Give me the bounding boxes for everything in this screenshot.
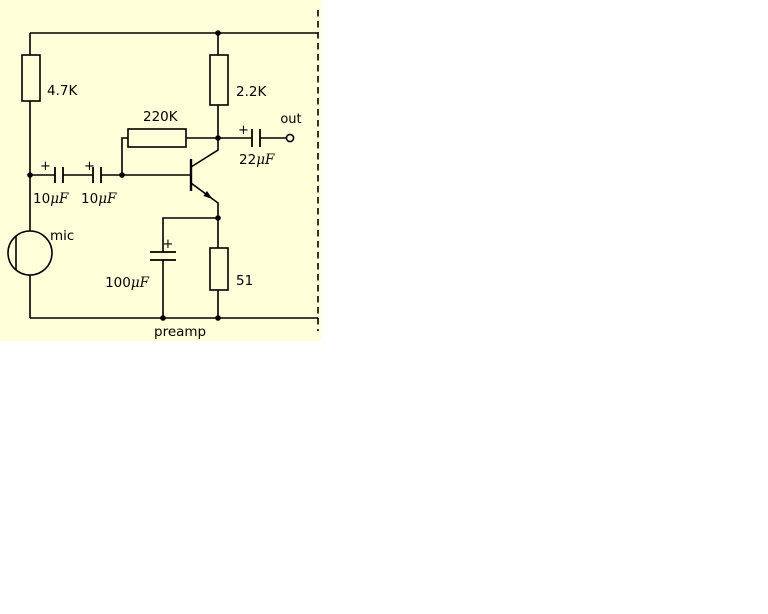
transistor-emitter-arrow-icon (203, 191, 213, 199)
capacitor-emitter-plates (150, 251, 176, 261)
resistor-input-body (21, 54, 41, 102)
capacitor-in2-label: 10μF (81, 191, 117, 207)
junction-dot (160, 315, 166, 321)
junction-dot (215, 30, 221, 36)
wires (29, 32, 318, 319)
resistor-collector-label: 2.2K (236, 84, 267, 100)
capacitor-in1-polarity: + (40, 159, 51, 174)
resistor-collector-body (209, 54, 229, 106)
transistor-emitter-lead (190, 182, 219, 218)
schematic-panel: 4.7K 2.2K 220K 51 + + + + 10μF 10μF 22μF… (0, 0, 321, 341)
resistor-emitter-label: 51 (236, 273, 253, 289)
junction-dot (215, 135, 221, 141)
capacitor-in2-plates (92, 167, 102, 183)
resistors (21, 54, 229, 291)
microphone-circle (7, 230, 53, 276)
transistor-collector-lead (190, 138, 219, 168)
resistor-feedback-label: 220K (143, 109, 179, 125)
capacitors (54, 129, 261, 261)
microphone-symbol (7, 230, 53, 276)
capacitor-in1-label: 10μF (33, 191, 69, 207)
wire-feedback (121, 137, 218, 175)
capacitor-in2-polarity: + (84, 159, 95, 174)
junction-dot (119, 172, 125, 178)
junction-dot (215, 215, 221, 221)
junction-dot (27, 172, 33, 178)
transistor-npn (189, 138, 219, 218)
capacitor-out-label: 22μF (239, 152, 275, 168)
capacitor-emitter-label: 100μF (105, 275, 150, 291)
circuit-caption: preamp (154, 324, 206, 340)
output-terminal-icon (285, 133, 295, 143)
output-label: out (280, 112, 301, 127)
microphone-label: mic (50, 228, 74, 244)
capacitor-in1-plates (54, 167, 64, 183)
junction-dot (215, 315, 221, 321)
preamp-circuit-diagram: 4.7K 2.2K 220K 51 + + + + 10μF 10μF 22μF… (7, 10, 319, 340)
resistor-input-label: 4.7K (47, 83, 78, 99)
capacitor-out-plates (251, 129, 261, 147)
junction-dots (27, 30, 221, 321)
resistor-feedback-body (127, 128, 187, 148)
capacitor-emitter-polarity: + (163, 237, 174, 252)
wire-emitter-bypass (162, 217, 218, 318)
resistor-emitter-body (209, 247, 229, 291)
capacitor-out-polarity: + (238, 123, 249, 138)
